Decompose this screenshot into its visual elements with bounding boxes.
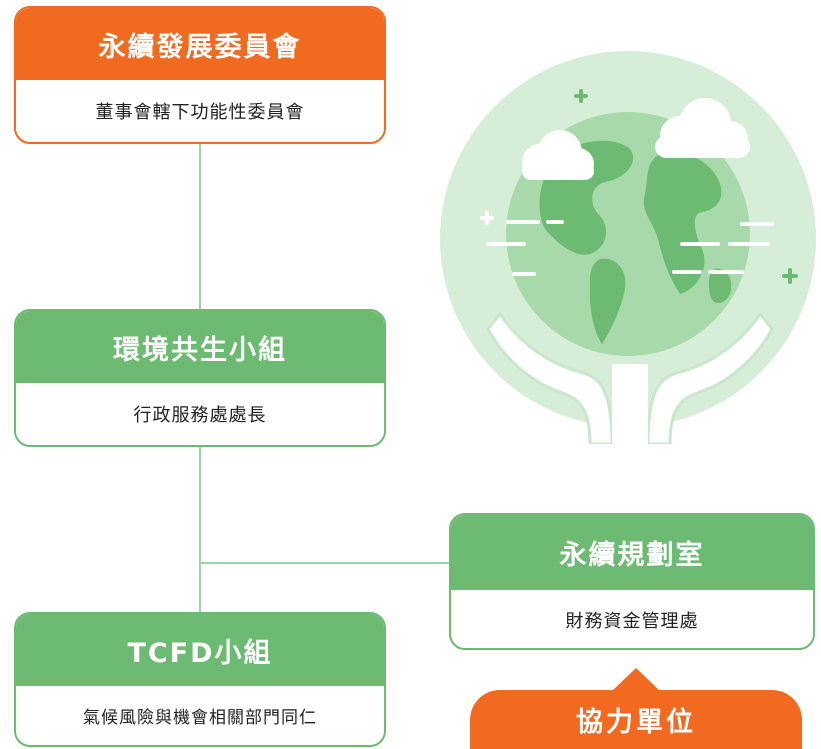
env-group-box: 環境共生小組 行政服務處處長 [14,309,386,447]
tcfd-group-title: TCFD小組 [16,614,384,686]
planning-office-box: 永續規劃室 財務資金管理處 [449,513,815,650]
planning-office-title: 永續規劃室 [451,515,813,590]
tcfd-group-box: TCFD小組 氣候風險與機會相關部門同仁 [14,612,386,747]
env-group-subtitle: 行政服務處處長 [133,405,267,426]
tcfd-group-subtitle: 氣候風險與機會相關部門同仁 [83,708,317,728]
connector-committee-env [199,144,201,309]
committee-box: 永續發展委員會 董事會轄下功能性委員會 [14,6,386,144]
globe-in-hands-icon [440,51,816,444]
connector-to-planning [200,562,449,564]
env-group-title: 環境共生小組 [16,311,384,383]
support-label: 協力單位 [470,690,802,749]
planning-office-subtitle: 財務資金管理處 [565,611,699,632]
committee-subtitle: 董事會轄下功能性委員會 [95,102,305,123]
committee-title: 永續發展委員會 [16,8,384,80]
connector-env-tcfd [199,447,201,612]
support-arrow-icon [611,668,661,692]
